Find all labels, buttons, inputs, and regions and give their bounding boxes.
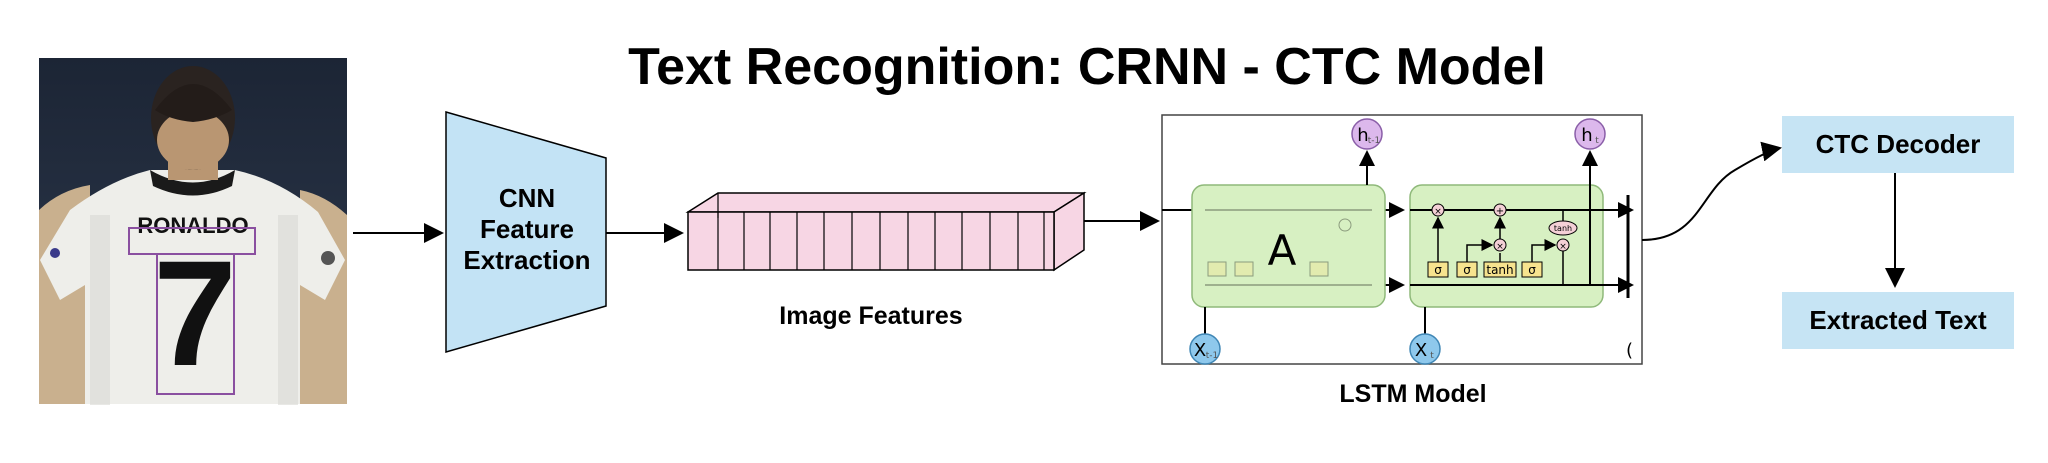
x-curr-node [1409, 333, 1441, 365]
jersey-stripe-right [278, 215, 298, 405]
jersey-name: RONALDO [137, 213, 248, 238]
forget-multiply-symbol: × [1434, 207, 1442, 217]
input-multiply-symbol: × [1496, 242, 1504, 252]
h-prev-subscript: t-1 [1368, 136, 1381, 146]
input-gate-label: σ [1463, 263, 1471, 277]
jersey-number: 7 [153, 229, 236, 397]
extracted-text-label: Extracted Text [1809, 305, 1987, 335]
tanh-op-label: tanh [1554, 224, 1572, 233]
forget-multiply [1431, 203, 1445, 217]
jersey [40, 170, 345, 404]
h-curr-node [1574, 118, 1606, 150]
image-features-block: Image Features [685, 191, 1087, 330]
cnn-label-line-2: Feature [480, 214, 574, 244]
ctc-decoder-label: CTC Decoder [1816, 129, 1981, 159]
input-photo: RONALDO 7 [39, 58, 347, 405]
h-prev-node [1351, 118, 1383, 150]
jersey-collar [150, 170, 235, 196]
output-multiply-symbol: × [1559, 242, 1567, 252]
feature-box-top [685, 192, 1087, 213]
lstm-next-cell-fragment: ( [1626, 340, 1633, 361]
lstm-model-label: LSTM Model [1339, 380, 1486, 408]
candidate-gate-label: tanh [1486, 263, 1513, 277]
cnn-trapezoid [445, 111, 607, 353]
sleeve-logo [321, 251, 335, 265]
h-prev-symbol: h [1357, 125, 1368, 146]
jersey-stripe-left [90, 215, 110, 405]
hair [155, 84, 232, 122]
lstm-cell-a [1191, 184, 1386, 308]
x-curr-subscript: t [1430, 351, 1434, 361]
feature-column-dividers [717, 212, 1045, 270]
input-gate-connector [1466, 239, 1494, 262]
x-curr-symbol: X [1415, 340, 1427, 361]
lstm-cell-a-label: A [1268, 226, 1297, 275]
output-gate-label: σ [1528, 263, 1536, 277]
lstm-cell-detailed [1409, 184, 1604, 308]
output-connector [1562, 251, 1590, 286]
cnn-feature-extraction-block: CNN Feature Extraction [445, 111, 607, 353]
nape [157, 110, 229, 170]
cell-add-symbol: + [1496, 206, 1504, 217]
lstm-block: A h t-1 X t-1 σ σ tanh σ × [1161, 114, 1643, 408]
lstm-cell-a-faded-internals [1205, 209, 1372, 286]
x-prev-node [1189, 333, 1221, 365]
x-prev-subscript: t-1 [1206, 351, 1219, 361]
output-gate-connector [1531, 239, 1557, 262]
feature-box-front [687, 211, 1055, 271]
forget-gate-label: σ [1434, 263, 1442, 277]
diagram-title: Text Recognition: CRNN - CTC Model [628, 38, 1546, 96]
cnn-label-line-3: Extraction [463, 245, 590, 275]
cnn-label-line-1: CNN [499, 183, 555, 213]
image-features-label: Image Features [779, 302, 962, 330]
h-curr-symbol: h [1581, 125, 1592, 146]
ctc-decoder-box [1782, 116, 2014, 173]
arrow-lstm-to-decoder [1641, 141, 1782, 241]
cell-add [1493, 203, 1507, 217]
x-prev-symbol: X [1194, 340, 1206, 361]
extracted-text-box [1782, 292, 2014, 349]
number-bounding-box [156, 253, 235, 395]
sleeve-badge [50, 248, 60, 258]
h-curr-subscript: t [1595, 136, 1599, 146]
